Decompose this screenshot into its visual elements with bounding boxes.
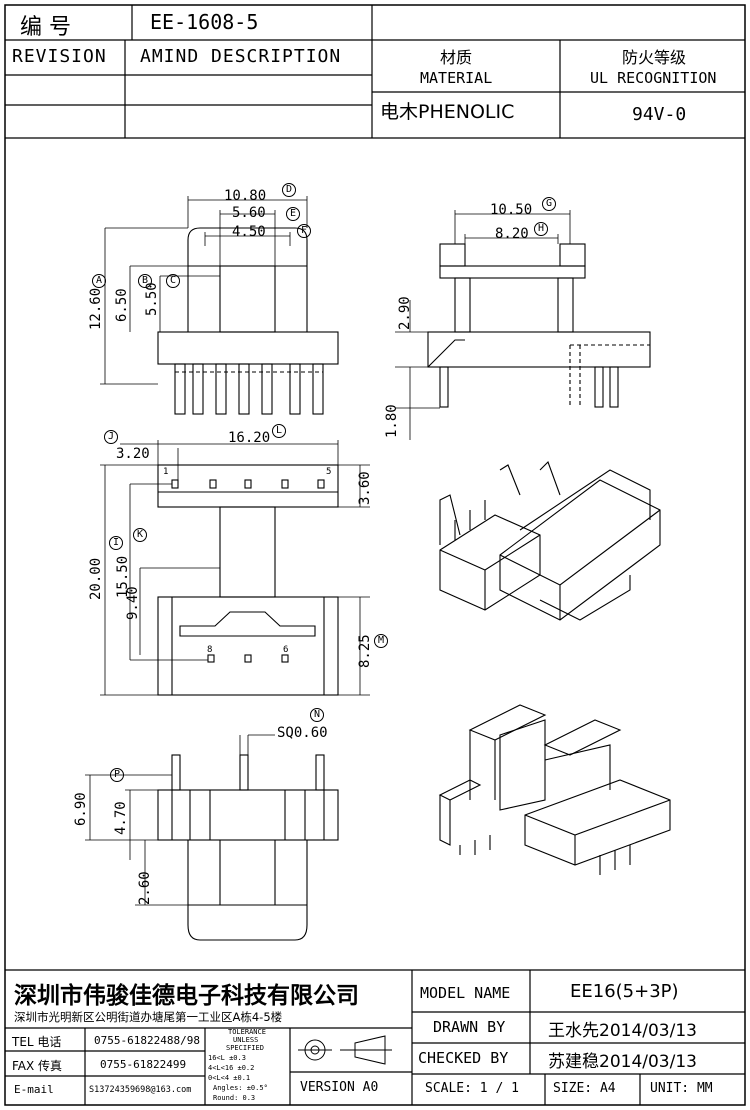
- tolerance-title: TOLERANCE: [228, 1028, 266, 1036]
- bottom-view-dimensions: [100, 440, 370, 696]
- marker-c: C: [166, 274, 180, 288]
- ul-cn-label: 防火等级: [622, 48, 687, 67]
- dim-total: 20.00: [88, 557, 104, 600]
- tolerance-unless: UNLESS: [233, 1036, 259, 1044]
- material-en-label: MATERIAL: [420, 69, 493, 87]
- marker-j: J: [104, 430, 118, 444]
- code-label: 编 号: [20, 15, 71, 40]
- marker-e: E: [286, 207, 300, 221]
- checked-by-value: 苏建稳2014/03/13: [548, 1052, 697, 1072]
- marker-g: G: [542, 197, 556, 211]
- fax-value: 0755-61822499: [100, 1058, 187, 1071]
- company-address: 深圳市光明新区公明街道办塘尾第一工业区A栋4-5楼: [14, 1010, 283, 1024]
- dim-q: 4.70: [113, 801, 129, 835]
- marker-k: K: [133, 528, 147, 542]
- pin-6-label: 6: [283, 645, 289, 655]
- dim-d: 10.80: [224, 188, 267, 204]
- model-name-label: MODEL NAME: [420, 984, 511, 1002]
- amend-description-label: AMIND DESCRIPTION: [140, 46, 342, 67]
- marker-m: M: [374, 634, 388, 648]
- ul-en-label: UL RECOGNITION: [590, 69, 717, 87]
- tolerance-specified: SPECIFIED: [226, 1044, 264, 1052]
- side-view-dimensions: [395, 210, 571, 440]
- marker-h: H: [534, 222, 548, 236]
- tolerance-row-1: 16<L ±0.3: [208, 1054, 246, 1062]
- drawn-by-label: DRAWN BY: [433, 1018, 506, 1036]
- drawn-by-value: 王水先2014/03/13: [548, 1021, 697, 1041]
- marker-d: D: [282, 183, 296, 197]
- marker-f: F: [297, 224, 311, 238]
- dim-a: 12.60: [88, 287, 104, 330]
- code-value: EE-1608-5: [150, 10, 259, 34]
- size-label: SIZE: A4: [553, 1081, 616, 1096]
- material-value: 电木PHENOLIC: [380, 101, 515, 123]
- dim-l: 16.20: [228, 430, 271, 446]
- ul-value: 94V-0: [632, 104, 687, 125]
- dim-i: 9.40: [125, 586, 141, 620]
- top-view-dimensions: [100, 196, 308, 385]
- isometric-view-bottom: [439, 461, 661, 621]
- marker-b: B: [138, 274, 152, 288]
- isometric-view-top: [438, 704, 671, 875]
- fax-label: FAX 传真: [12, 1059, 63, 1073]
- pin-5-label: 5: [326, 467, 332, 477]
- tolerance-round: Round: 0.3: [213, 1094, 256, 1102]
- front-view: [157, 754, 339, 941]
- email-value: S13724359698@163.com: [89, 1085, 192, 1095]
- top-view: [157, 227, 339, 415]
- marker-a: A: [92, 274, 106, 288]
- checked-by-label: CHECKED BY: [418, 1049, 509, 1067]
- dim-g: 10.50: [490, 202, 533, 218]
- projection-symbol: [298, 1035, 392, 1065]
- dim-j: 3.20: [116, 446, 150, 462]
- dim-sq: SQ0.60: [277, 725, 328, 741]
- dim-h: 8.20: [495, 226, 529, 242]
- material-cn-label: 材质: [440, 48, 473, 67]
- dim-h2: 1.80: [384, 404, 400, 438]
- dim-h1: 2.90: [397, 296, 413, 330]
- dim-b: 6.50: [114, 288, 130, 322]
- revision-label: REVISION: [12, 46, 107, 67]
- dim-f: 4.50: [232, 224, 266, 240]
- pin-1-label: 1: [163, 467, 169, 477]
- header-grid: [5, 5, 745, 139]
- footer-grid: [5, 969, 745, 1105]
- unit-label: UNIT: MM: [650, 1081, 713, 1096]
- tolerance-angles: Angles: ±0.5°: [213, 1084, 268, 1092]
- version-label: VERSION A0: [300, 1080, 379, 1095]
- tolerance-row-2: 4<L<16 ±0.2: [208, 1064, 255, 1072]
- side-view: [427, 243, 651, 408]
- marker-p: P: [110, 768, 124, 782]
- tel-value: 0755-61822488/98: [94, 1034, 200, 1047]
- tolerance-row-3: 0<L<4 ±0.1: [208, 1074, 251, 1082]
- dim-e: 5.60: [232, 205, 266, 221]
- pin-8-label: 8: [207, 645, 213, 655]
- marker-l: L: [272, 424, 286, 438]
- dim-n: 8.25: [357, 634, 373, 668]
- company-name: 深圳市伟骏佳德电子科技有限公司: [14, 983, 359, 1009]
- model-name-value: EE16(5+3P): [570, 981, 679, 1002]
- front-view-dimensions: [85, 734, 275, 906]
- marker-i: I: [109, 536, 123, 550]
- email-label: E-mail: [14, 1083, 54, 1096]
- tel-label: TEL 电话: [12, 1035, 62, 1049]
- dim-p: 6.90: [73, 792, 89, 826]
- dim-r: 2.60: [137, 871, 153, 905]
- dim-m: 3.60: [357, 471, 373, 505]
- scale-label: SCALE: 1 / 1: [425, 1081, 519, 1096]
- bottom-view: [157, 464, 339, 696]
- marker-n: N: [310, 708, 324, 722]
